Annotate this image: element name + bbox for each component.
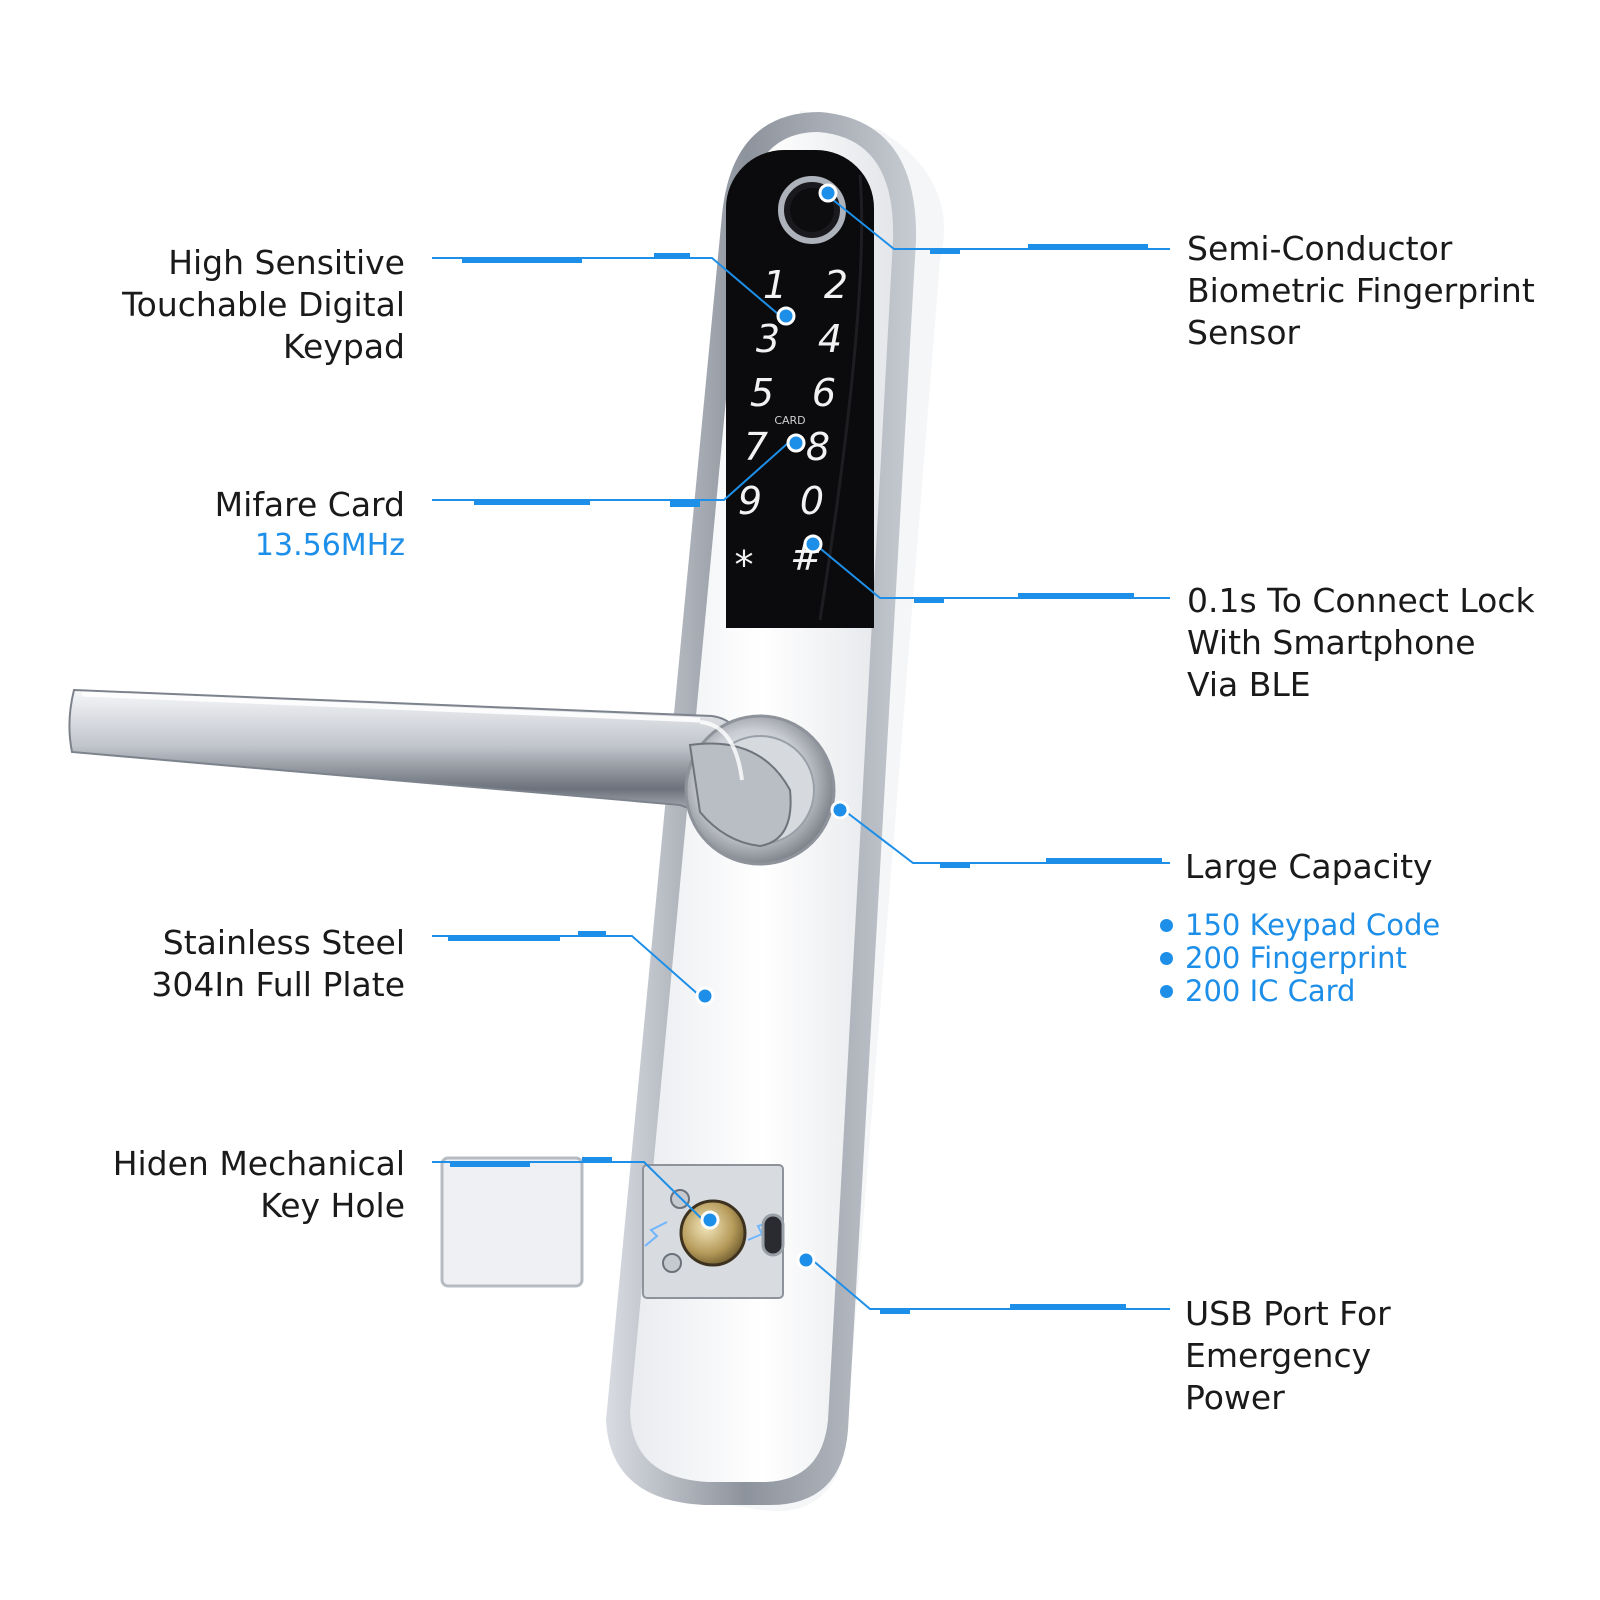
usb-port[interactable] [761, 1213, 785, 1257]
ble-label-line: With Smartphone [1187, 623, 1476, 662]
plate-label: Stainless Steel 304In Full Plate [151, 922, 405, 1006]
keypad-label-line: High Sensitive [168, 243, 405, 282]
card-mark: CARD [774, 414, 805, 427]
callout-dot-plate [695, 986, 715, 1006]
keypad-label: High Sensitive Touchable Digital Keypad [122, 242, 405, 368]
keypad-key[interactable]: 1 [763, 263, 787, 307]
keyhole-cover [440, 1156, 584, 1288]
keyhole-label-line: Key Hole [260, 1186, 405, 1225]
capacity-item-text: 200 Fingerprint [1185, 941, 1407, 975]
fingerprint-label-line: Sensor [1187, 313, 1301, 352]
capacity-item-text: 150 Keypad Code [1185, 908, 1441, 942]
capacity-item-text: 200 IC Card [1185, 974, 1356, 1008]
bullet-dot [1160, 952, 1173, 965]
keypad-key[interactable]: 0 [800, 479, 824, 523]
callout-dot-usb [796, 1250, 816, 1270]
callout-dot-capacity [830, 800, 850, 820]
ble-label-line: Via BLE [1187, 665, 1311, 704]
keyhole-label: Hiden Mechanical Key Hole [113, 1143, 405, 1227]
callout-dot-keypad [776, 306, 796, 326]
capacity-label-line: Large Capacity [1185, 847, 1433, 886]
plate-label-line: 304In Full Plate [151, 965, 405, 1004]
capacity-item: 200 IC Card [1160, 975, 1440, 1008]
usb-label-line: USB Port For [1185, 1294, 1391, 1333]
keypad-key[interactable]: 3 [756, 317, 780, 361]
keypad-key[interactable]: 5 [750, 371, 774, 415]
usb-label: USB Port For Emergency Power [1185, 1293, 1391, 1419]
card-label: Mifare Card 13.56MHz [215, 484, 405, 566]
bullet-dot [1160, 919, 1173, 932]
capacity-label: Large Capacity [1185, 846, 1433, 888]
keypad-key[interactable]: 9 [738, 479, 762, 523]
plate-label-line: Stainless Steel [162, 923, 405, 962]
card-frequency: 13.56MHz [254, 528, 405, 563]
keypad-label-line: Keypad [283, 327, 405, 366]
capacity-item: 200 Fingerprint [1160, 942, 1440, 975]
callout-dot-fingerprint [818, 183, 838, 203]
fingerprint-label-line: Biometric Fingerprint [1187, 271, 1535, 310]
bullet-dot [1160, 985, 1173, 998]
card-label-line: Mifare Card [214, 485, 405, 524]
usb-label-line: Emergency [1185, 1336, 1372, 1375]
capacity-item: 150 Keypad Code [1160, 909, 1440, 942]
ble-label-line: 0.1s To Connect Lock [1187, 581, 1535, 620]
keypad-key[interactable]: * [735, 543, 754, 587]
callout-dot-card [786, 433, 806, 453]
usb-label-line: Power [1185, 1378, 1285, 1417]
keypad-key[interactable]: 6 [812, 371, 836, 415]
fingerprint-label-line: Semi-Conductor [1187, 229, 1453, 268]
keypad-key[interactable]: 7 [744, 425, 768, 469]
capacity-list: 150 Keypad Code 200 Fingerprint 200 IC C… [1160, 909, 1440, 1008]
fingerprint-label: Semi-Conductor Biometric Fingerprint Sen… [1187, 228, 1535, 354]
ble-label: 0.1s To Connect Lock With Smartphone Via… [1187, 580, 1535, 706]
mechanical-key-cylinder[interactable] [679, 1199, 747, 1267]
keypad-key[interactable]: 8 [806, 425, 830, 469]
callout-dot-keyhole [700, 1210, 720, 1230]
keyhole-label-line: Hiden Mechanical [112, 1144, 405, 1183]
keypad-key[interactable]: 4 [818, 317, 842, 361]
callout-dot-ble [803, 534, 823, 554]
keypad-key[interactable]: 2 [824, 263, 848, 307]
keypad-label-line: Touchable Digital [122, 285, 405, 324]
